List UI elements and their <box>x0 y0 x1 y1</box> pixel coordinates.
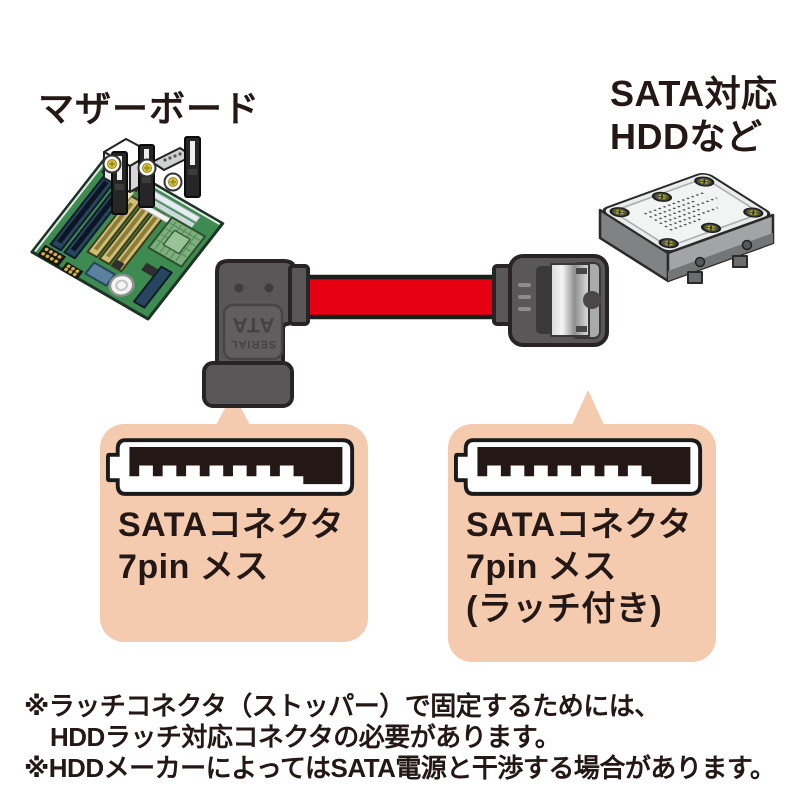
serial-ata-logo: SERIAL ATA <box>230 313 276 350</box>
motherboard-illustration <box>30 136 225 321</box>
callout-right: SATAコネクタ 7pin メス (ラッチ付き) <box>448 424 716 662</box>
callout-right-text: SATAコネクタ 7pin メス (ラッチ付き) <box>466 504 692 630</box>
pinout-contacts <box>477 446 691 485</box>
sata-connector-pinout <box>106 438 355 496</box>
capacitors <box>102 154 183 192</box>
callout-right-line1: SATAコネクタ <box>466 506 693 544</box>
footnote-line1: ※ラッチコネクタ（ストッパー）で固定するためには、 <box>24 691 660 721</box>
callout-left-line2: 7pin メス <box>118 548 269 587</box>
callout-right-line2: 7pin メス <box>466 548 617 587</box>
metal-latch <box>550 263 590 337</box>
connector-brand-line1: SERIAL <box>230 338 276 350</box>
pinout-contacts <box>129 446 343 485</box>
footnote-line3: ※HDDメーカーによってはSATA電源と干渉する場合があります。 <box>24 753 776 784</box>
callout-left: SATAコネクタ 7pin メス <box>100 424 368 642</box>
callout-right-line3: (ラッチ付き) <box>466 590 663 629</box>
hdd-label: SATA対応 HDDなど <box>610 72 778 158</box>
hdd-label-line1: SATA対応 <box>610 73 778 114</box>
motherboard-label: マザーボード <box>38 88 261 129</box>
callout-pointer-left <box>215 393 251 427</box>
sata-cable-illustration: SERIAL ATA <box>202 254 609 408</box>
callout-left-text: SATAコネクタ 7pin メス <box>118 504 344 588</box>
cable-red <box>297 274 508 320</box>
hdd-illustration <box>598 173 775 284</box>
footnote-line2: HDDラッチ対応コネクタの必要があります。 <box>50 722 561 753</box>
cmos-battery <box>108 273 135 297</box>
right-angle-connector: SERIAL ATA <box>202 259 310 408</box>
callout-pointer-right <box>571 390 605 427</box>
pin-headers <box>37 244 84 280</box>
connector-brand-line2: ATA <box>231 313 274 336</box>
hdd-label-text <box>643 192 719 231</box>
sata-connector-pinout <box>454 438 703 496</box>
callout-left-line1: SATAコネクタ <box>118 506 345 544</box>
hdd-screws <box>609 176 764 249</box>
cpu-socket <box>147 216 207 268</box>
footnotes: ※ラッチコネクタ（ストッパー）で固定するためには、 HDDラッチ対応コネクタの必… <box>24 691 796 785</box>
latch-connector <box>492 254 609 347</box>
hdd-label-line2: HDDなど <box>610 116 763 158</box>
